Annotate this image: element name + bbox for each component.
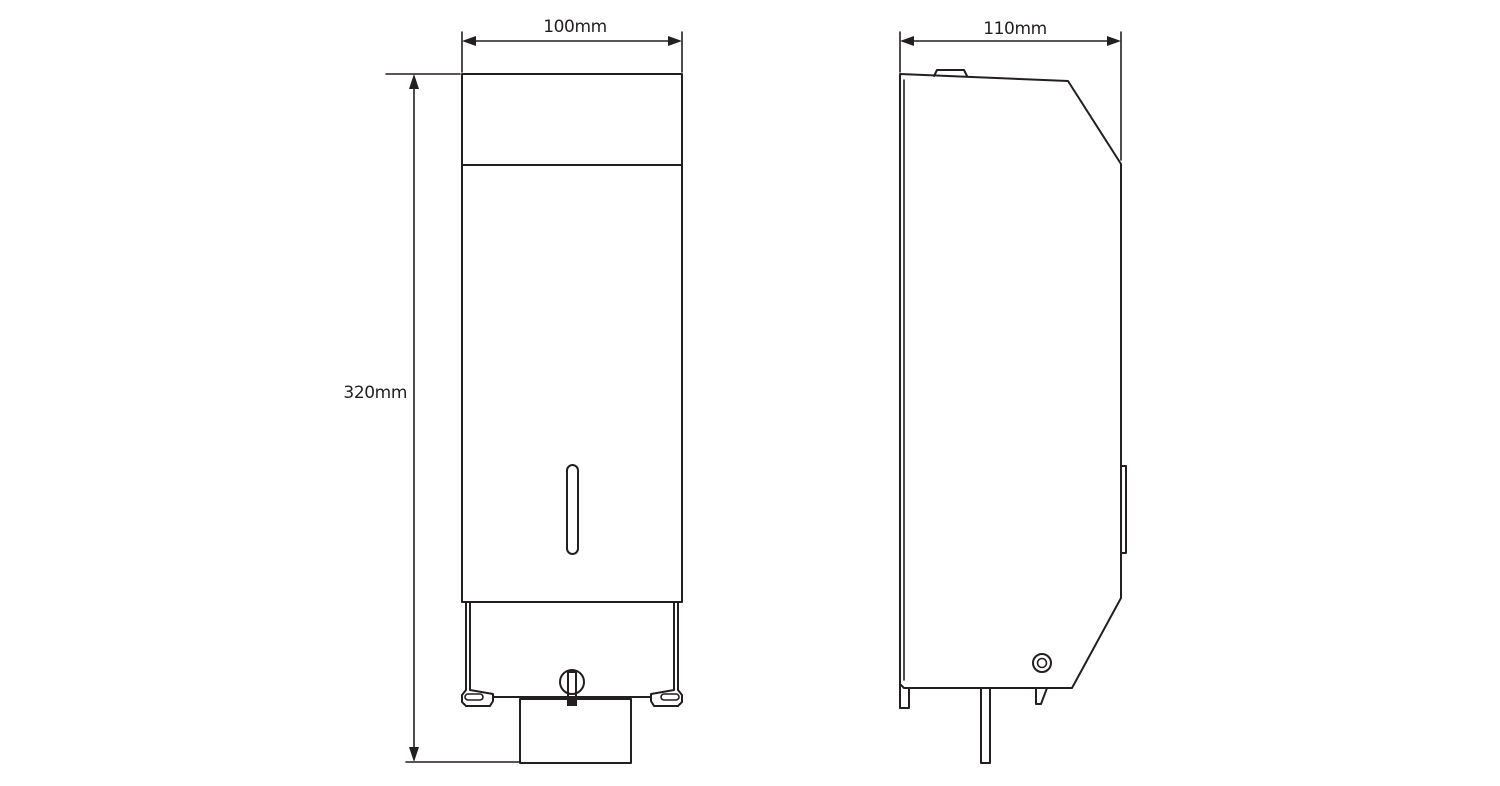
front-bracket (461, 601, 683, 707)
front-body (461, 73, 683, 603)
front-cover (461, 73, 683, 603)
height-label: 320mm (343, 383, 407, 403)
lock-base (567, 697, 577, 706)
side-housing (899, 73, 1122, 689)
height-arrow-bottom (409, 747, 419, 762)
side-bracket (899, 683, 910, 709)
front-view: 100mm 320mm (343, 17, 683, 764)
depth-label: 110mm (983, 19, 1047, 39)
depth-arrow-left (900, 36, 914, 46)
depth-arrow-right (1107, 36, 1121, 46)
side-window (1120, 465, 1127, 554)
side-lock-outer (1032, 653, 1052, 673)
height-dimension: 320mm (343, 73, 521, 763)
side-pump-stem (980, 687, 991, 764)
side-bottom (899, 683, 1048, 764)
pump-nozzle-housing (519, 698, 632, 764)
width-label: 100mm (543, 17, 607, 37)
bracket-leg-left (461, 601, 494, 707)
bracket-leg-right (650, 601, 683, 707)
height-arrow-top (409, 74, 419, 89)
side-lever (1035, 687, 1048, 705)
top-latch (933, 69, 968, 77)
lock-knob (559, 669, 585, 695)
width-arrow-left (462, 36, 476, 46)
mounting-slot-left (464, 693, 484, 701)
mounting-slot-right (660, 693, 680, 701)
width-arrow-right (668, 36, 682, 46)
side-view: 110mm (899, 19, 1127, 764)
side-lock-inner (1036, 657, 1048, 669)
front-pump (519, 669, 632, 764)
width-dimension: 100mm (461, 17, 683, 73)
level-window (566, 464, 579, 555)
depth-dimension: 110mm (899, 19, 1122, 161)
side-body (899, 69, 1127, 689)
